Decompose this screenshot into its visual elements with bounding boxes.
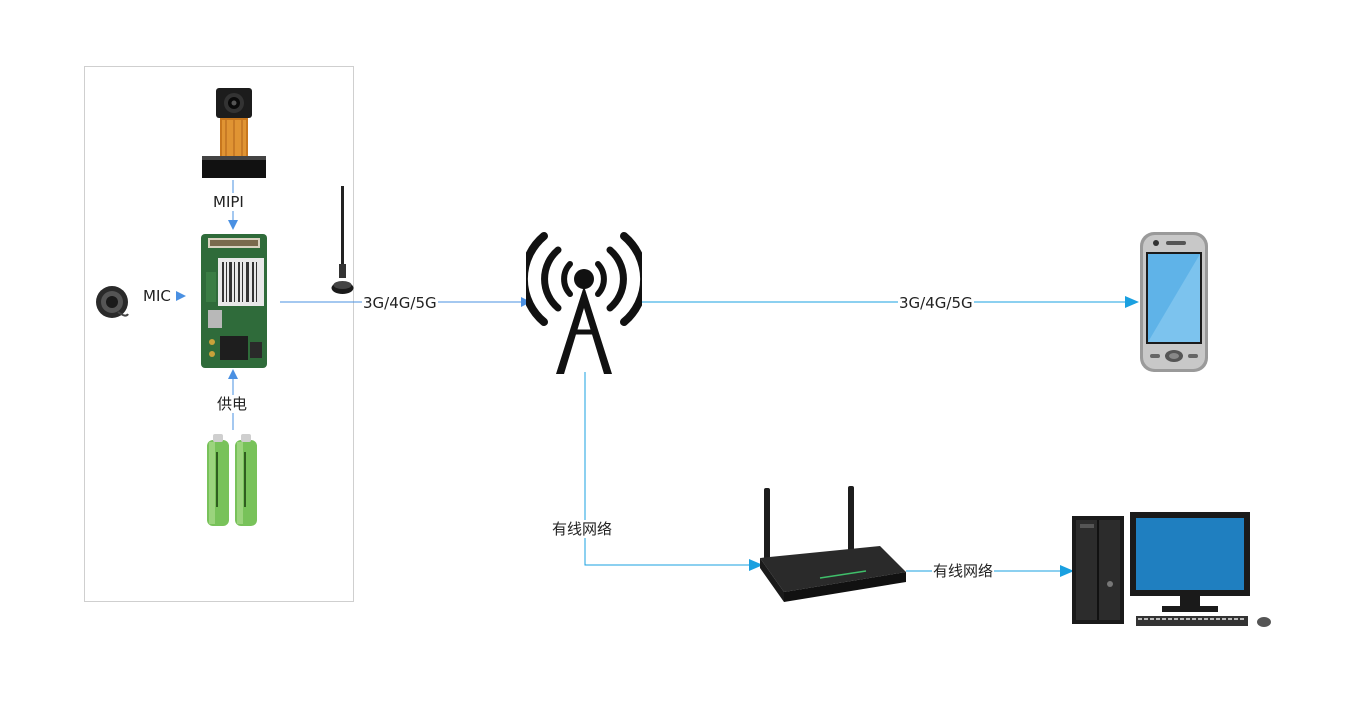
device-group-frame <box>84 66 354 602</box>
smartphone-icon <box>1140 232 1208 372</box>
link-right-label: 3G/4G/5G <box>898 294 974 312</box>
pcb-board-icon <box>201 234 267 368</box>
link-left-label: 3G/4G/5G <box>362 294 438 312</box>
antenna-icon <box>331 186 354 294</box>
mipi-label: MIPI <box>212 193 245 211</box>
mic-label: MIC <box>142 287 172 305</box>
wired-link-tower-router <box>584 372 763 571</box>
power-label: 供电 <box>216 395 249 413</box>
desktop-computer-icon <box>1072 512 1271 627</box>
router-icon <box>760 486 906 602</box>
camera-module-icon <box>202 88 266 178</box>
wired-down-label: 有线网络 <box>551 520 614 538</box>
cell-tower-icon <box>526 232 642 374</box>
mic-icon <box>96 286 129 318</box>
battery-icon <box>207 434 257 526</box>
wired-right-label: 有线网络 <box>932 562 995 580</box>
